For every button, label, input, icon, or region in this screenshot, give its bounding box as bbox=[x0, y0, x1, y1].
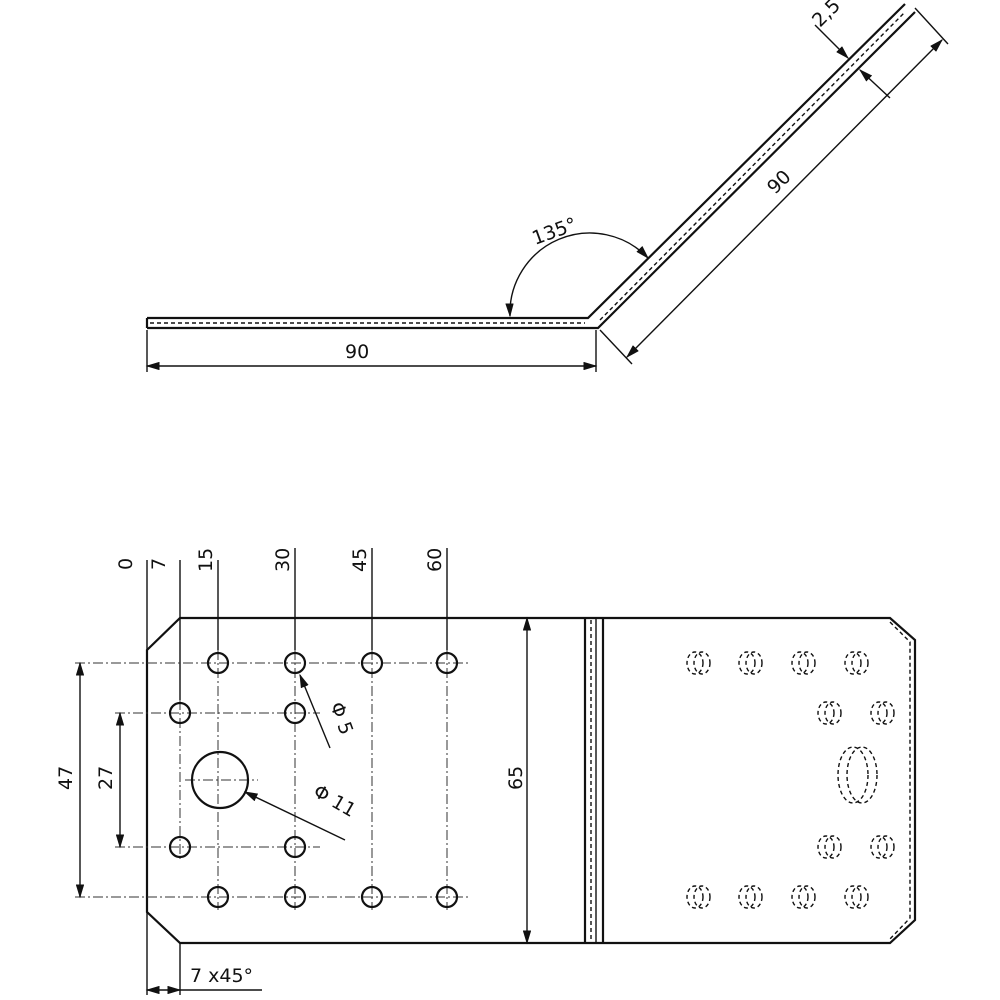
bent-length-label: 90 bbox=[763, 166, 796, 199]
small-hole-leader bbox=[299, 673, 331, 749]
plate-inner-edge bbox=[147, 11, 916, 330]
plan-view: 65 0 7 15 30 45 60 47 27 bbox=[55, 548, 917, 995]
large-hole bbox=[190, 750, 250, 810]
hole bbox=[283, 701, 307, 725]
angle-label: 135° bbox=[529, 213, 580, 249]
x-label-15: 15 bbox=[195, 548, 217, 572]
hole bbox=[168, 835, 192, 859]
hole bbox=[360, 651, 384, 675]
plate-outer-edge bbox=[147, 3, 906, 320]
hole bbox=[435, 651, 459, 675]
extension-line bbox=[599, 329, 633, 365]
hidden-holes-line-bent bbox=[599, 11, 906, 321]
large-hole-leader bbox=[243, 791, 346, 841]
hole bbox=[283, 651, 307, 675]
hole bbox=[168, 701, 192, 725]
dimension-line-bent bbox=[626, 39, 943, 358]
thickness-leader bbox=[858, 69, 891, 99]
hole bbox=[206, 885, 230, 909]
hole bbox=[283, 885, 307, 909]
inner-holes-label: 27 bbox=[95, 766, 117, 790]
x-label-7: 7 bbox=[148, 558, 170, 570]
angle-arc bbox=[505, 232, 649, 318]
total-height-label: 65 bbox=[505, 766, 527, 790]
side-view: 90 90 2,5 135° bbox=[145, 0, 949, 372]
hole-grid bbox=[168, 651, 459, 909]
extension-line bbox=[914, 7, 949, 45]
hole bbox=[435, 885, 459, 909]
small-hole-label: Φ 5 bbox=[325, 699, 357, 738]
bent-leg-holes bbox=[686, 651, 895, 909]
large-hole-label: Φ 11 bbox=[310, 780, 360, 822]
x-label-60: 60 bbox=[424, 548, 446, 572]
x-label-45: 45 bbox=[349, 548, 371, 572]
hole bbox=[360, 885, 384, 909]
flat-length-label: 90 bbox=[345, 341, 369, 363]
chamfer-label: 7 x45° bbox=[190, 965, 253, 987]
hidden-edge bbox=[889, 621, 911, 940]
x-label-0: 0 bbox=[115, 558, 137, 570]
thickness-leader bbox=[814, 24, 849, 59]
hole bbox=[283, 835, 307, 859]
outer-holes-label: 47 bbox=[55, 766, 77, 790]
x-label-30: 30 bbox=[272, 548, 294, 572]
plate-outline bbox=[145, 616, 917, 945]
hole bbox=[206, 651, 230, 675]
thickness-label: 2,5 bbox=[808, 0, 845, 32]
